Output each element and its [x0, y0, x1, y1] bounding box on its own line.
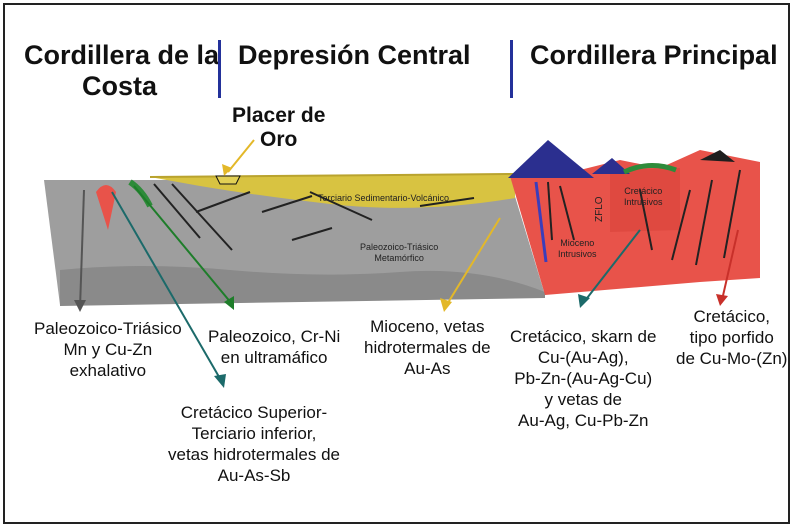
placer-nugget [215, 175, 241, 185]
label-zflo: ZFLO [594, 196, 605, 222]
intrusive-shade [610, 168, 680, 232]
region-title-principal: Cordillera Principal [530, 40, 778, 70]
deposit-6-line1: Cretácico, [693, 307, 770, 326]
deposit-1-line3: exhalativo [69, 361, 147, 380]
fault-11 [671, 189, 691, 261]
coast-intrusive [96, 185, 116, 230]
region-title-central: Depresión Central [238, 40, 471, 70]
separator-2 [510, 40, 513, 98]
label-terciario: Terciario Sedimentario-Volcánico [318, 193, 450, 203]
pointer-d5 [583, 229, 641, 303]
deposit-4-line1: Mioceno, vetas [370, 317, 485, 336]
deposit-2-line1: Paleozoico, Cr-Ni [208, 327, 341, 346]
deposit-5-line5: Au-Ag, Cu-Pb-Zn [518, 411, 649, 430]
dark-knob [700, 150, 735, 162]
green-cap [622, 163, 677, 175]
fault-3 [195, 191, 251, 213]
placer-label-line1: Placer de [232, 104, 326, 127]
volcanic-cone-1 [508, 140, 594, 178]
pointer-d3 [111, 191, 223, 383]
deposit-4-line3: Au-As [404, 359, 451, 378]
label-cretacico-line1: Cretácico [624, 186, 663, 196]
deposit-3-line4: Au-As-Sb [217, 466, 291, 485]
deposit-5-line3: Pb-Zn-(Au-Ag-Cu) [514, 369, 653, 388]
deposit-5-line1: Cretácico, skarn de [510, 327, 657, 346]
fault-12 [695, 179, 713, 266]
sediment-top [149, 173, 516, 178]
label-cretacico-intrusivos: Cretácico Intrusivos [624, 186, 663, 208]
deposit-6-line3: de Cu-Mo-(Zn) [676, 349, 788, 368]
fault-10 [639, 189, 653, 251]
fault-lines [153, 169, 741, 266]
deposit-3-line1: Cretácico Superior- [180, 403, 328, 422]
fault-7 [419, 197, 475, 207]
mioceno-dike [534, 181, 548, 263]
fault-5 [291, 227, 333, 241]
deposit-1-line2: Mn y Cu-Zn [63, 340, 153, 359]
fault-13 [723, 169, 741, 259]
basement-lower [60, 266, 545, 306]
deposit-3-line3: vetas hidrotermales de [168, 445, 340, 464]
deposit-2-line2: en ultramáfico [220, 348, 328, 367]
arrowhead-d3 [214, 374, 226, 388]
deposit-1-line1: Paleozoico-Triásico [34, 319, 182, 338]
label-cretacico-line2: Intrusivos [624, 197, 663, 207]
pointer-d6 [721, 229, 739, 301]
label-mioceno-intrusivos: Mioceno Intrusivos [558, 238, 597, 260]
deposit-label-3: Cretácico Superior- Terciario inferior, … [168, 402, 340, 486]
figure-frame [3, 3, 790, 524]
deposit-5-line4: y vetas de [544, 390, 622, 409]
label-paleozoico-line1: Paleozoico-Triásico [360, 242, 439, 252]
region-title-coast-line2: Costa [82, 71, 158, 101]
fault-4 [261, 195, 313, 213]
pointer-placer [227, 139, 255, 173]
deposit-5-line2: Cu-(Au-Ag), [537, 348, 629, 367]
region-title-coast: Cordillera de la Costa [24, 40, 219, 102]
fault-1 [153, 183, 201, 239]
fault-9 [559, 185, 575, 241]
label-paleozoico-metamorfico: Paleozoico-Triásico Metamórfico [360, 242, 438, 264]
fault-2 [171, 183, 233, 251]
arrowhead-d1 [74, 300, 86, 312]
arrowhead-d4 [440, 298, 452, 312]
placer-label: Placer de Oro [232, 104, 325, 152]
fault-6 [309, 191, 373, 221]
volcanic-cone-2 [592, 158, 630, 174]
deposit-label-5: Cretácico, skarn de Cu-(Au-Ag), Pb-Zn-(A… [510, 326, 656, 431]
label-mioceno-line1: Mioceno [560, 238, 595, 248]
deposit-label-6: Cretácico, tipo porfido de Cu-Mo-(Zn) [676, 306, 787, 369]
arrowhead-placer [222, 164, 232, 176]
sediment-layer [150, 174, 515, 208]
label-mioceno-line2: Intrusivos [558, 249, 597, 259]
deposit-label-2: Paleozoico, Cr-Ni en ultramáfico [208, 326, 340, 368]
pointer-d2 [133, 185, 233, 305]
arrowhead-d5 [578, 294, 590, 308]
deposit-label-1: Paleozoico-Triásico Mn y Cu-Zn exhalativ… [34, 318, 182, 381]
deposit-label-4: Mioceno, vetas hidrotermales de Au-As [364, 316, 491, 379]
region-title-coast-line1: Cordillera de la [24, 40, 220, 70]
deposit-3-line2: Terciario inferior, [191, 424, 317, 443]
pointer-d4 [445, 217, 501, 307]
label-paleozoico-line2: Metamórfico [374, 253, 424, 263]
arrowhead-d6 [716, 294, 728, 306]
fault-8 [547, 181, 553, 241]
separator-1 [218, 40, 221, 98]
placer-label-line2: Oro [260, 128, 298, 151]
arrowhead-d2 [224, 296, 234, 310]
deposit-6-line2: tipo porfido [689, 328, 774, 347]
deposit-4-line2: hidrotermales de [364, 338, 491, 357]
pointer-d1 [79, 189, 85, 309]
